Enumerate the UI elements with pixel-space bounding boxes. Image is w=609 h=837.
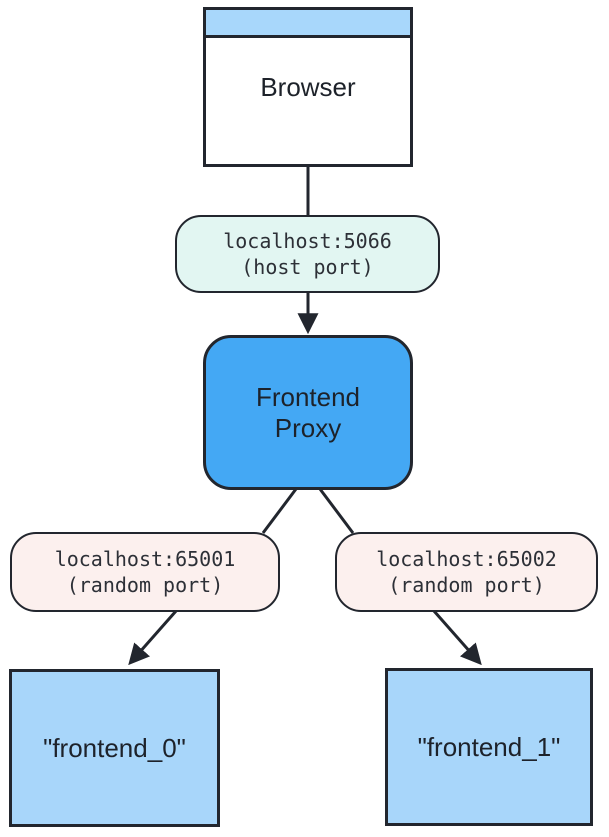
edge-proxy-to-random1-label [261, 488, 298, 534]
random-port-2-caption: (random port) [388, 573, 545, 597]
host-port-address: localhost:5066 [223, 229, 392, 253]
frontend-proxy-label-line2: Proxy [274, 412, 342, 443]
node-frontend-0: "frontend_0" [9, 669, 220, 827]
edge-random1-label-to-frontend-0 [128, 610, 178, 666]
random-port-1-address: localhost:65001 [54, 547, 236, 571]
edge-label-random-port-2: localhost:65002 (random port) [335, 532, 598, 612]
edge-random2-label-to-frontend-1 [432, 610, 482, 666]
frontend-proxy-label: Frontend Proxy [256, 382, 360, 444]
edge-proxy-to-random2-label [318, 488, 355, 534]
frontend-proxy-label-line1: Frontend [255, 381, 361, 412]
node-frontend-1: "frontend_1" [385, 668, 593, 826]
browser-label: Browser [260, 71, 356, 102]
random-port-1-caption: (random port) [66, 573, 224, 597]
random-port-2-address: localhost:65002 [376, 547, 557, 571]
frontend-1-label: "frontend_1" [417, 731, 561, 762]
browser-titlebar [206, 10, 410, 38]
frontend-0-label: "frontend_0" [43, 732, 186, 763]
edge-label-host-port: localhost:5066 (host port) [175, 215, 440, 293]
node-frontend-proxy: Frontend Proxy [203, 335, 413, 490]
host-port-caption: (host port) [241, 255, 374, 279]
edge-label-random-port-1: localhost:65001 (random port) [10, 532, 280, 612]
node-browser: Browser [203, 7, 413, 167]
